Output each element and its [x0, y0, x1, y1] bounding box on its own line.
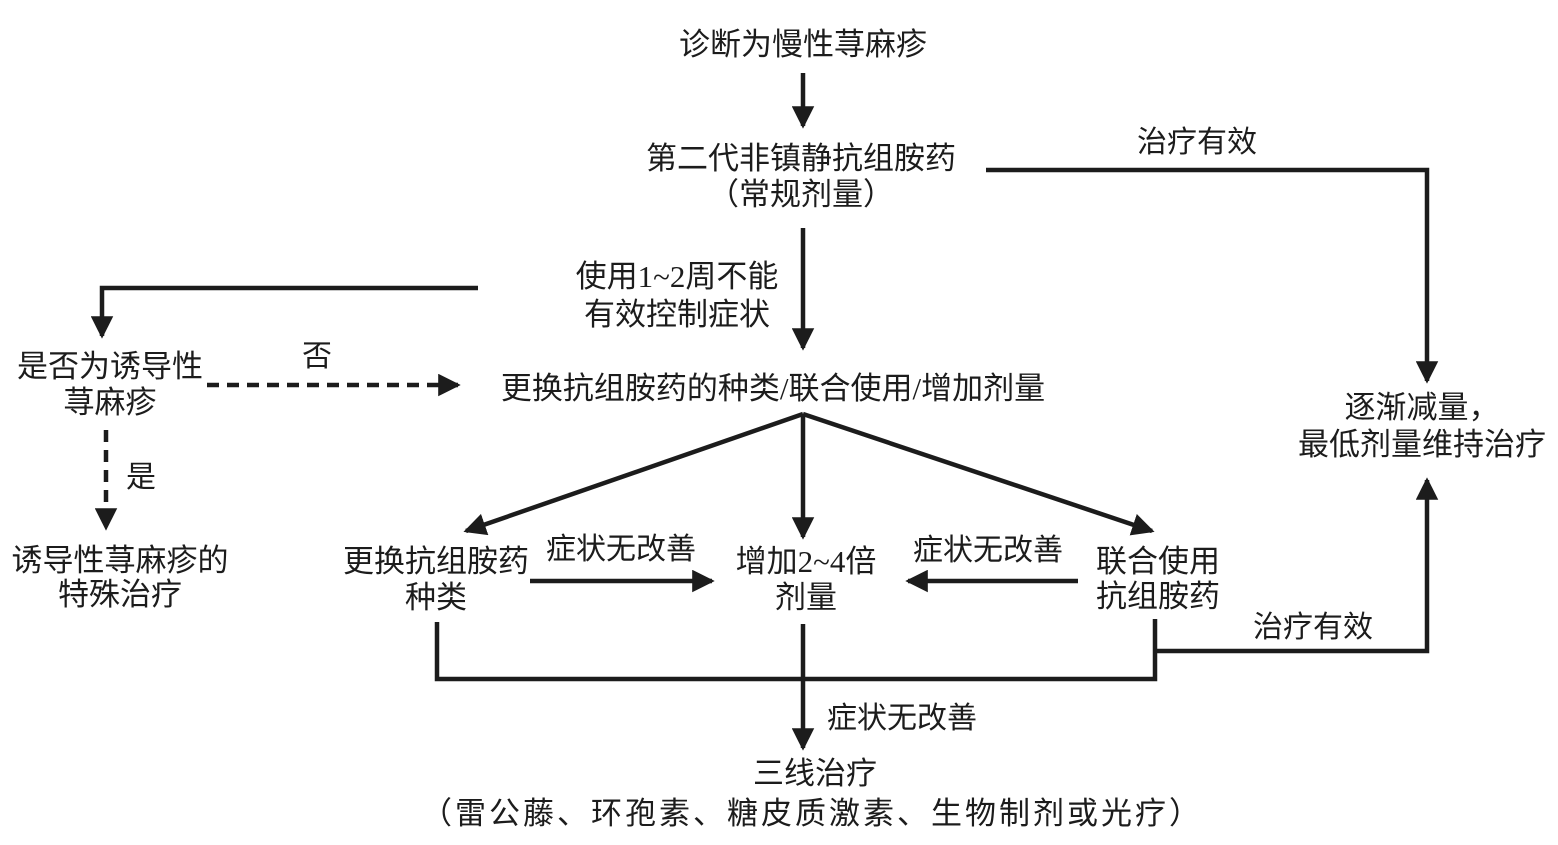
- node-second-gen-line2: （常规剂量）: [708, 177, 894, 212]
- edge-label-yes: 是: [126, 461, 156, 494]
- node-second-gen: 第二代非镇静抗组胺药 （常规剂量）: [646, 141, 956, 213]
- edge-label-no: 否: [302, 340, 332, 373]
- node-adjust-strategy: 更换抗组胺药的种类/联合使用/增加剂量: [500, 371, 1046, 406]
- edge-label-not-controlled-line1: 使用1~2周不能: [575, 259, 779, 294]
- node-switch-type: 更换抗组胺药 种类: [343, 544, 529, 616]
- edge-label-not-controlled: 使用1~2周不能 有效控制症状: [576, 258, 779, 334]
- edge-label-no-improvement-bottom: 症状无改善: [827, 702, 977, 735]
- node-special-treatment: 诱导性荨麻疹的 特殊治疗: [12, 544, 229, 612]
- arrow-effective-bottom-to-taper: [1156, 477, 1439, 654]
- node-taper: 逐渐减量， 最低剂量维持治疗: [1298, 389, 1546, 463]
- arrow-to-inducible-question: [90, 285, 478, 339]
- arrow-effective-top-to-taper: [986, 167, 1439, 384]
- node-third-line: 三线治疗: [753, 756, 877, 791]
- node-inducible-question: 是否为诱导性 荨麻疹: [17, 349, 203, 421]
- node-increase-dose-line1: 增加2~4倍: [735, 544, 877, 579]
- node-combine-use-line1: 联合使用: [1096, 544, 1220, 579]
- edge-label-not-controlled-line2: 有效控制症状: [584, 297, 770, 332]
- node-inducible-question-line2: 荨麻疹: [63, 385, 157, 420]
- node-increase-dose-line2: 剂量: [775, 580, 837, 615]
- collector-line: [434, 619, 1158, 682]
- edge-label-effective-bottom: 治疗有效: [1253, 611, 1373, 644]
- node-special-treatment-line1: 诱导性荨麻疹的: [11, 543, 229, 578]
- node-second-gen-line1: 第二代非镇静抗组胺药: [646, 141, 956, 176]
- node-combine-use-line2: 抗组胺药: [1096, 579, 1220, 614]
- node-taper-line2: 最低剂量维持治疗: [1298, 427, 1546, 462]
- edge-label-no-improvement-right: 症状无改善: [913, 534, 1063, 567]
- node-switch-type-line2: 种类: [405, 580, 467, 615]
- node-switch-type-line1: 更换抗组胺药: [343, 544, 529, 579]
- edge-label-no-improvement-left: 症状无改善: [546, 533, 696, 566]
- arrow-adjust-to-combine-use: [802, 411, 1155, 536]
- node-taper-line1: 逐渐减量，: [1344, 390, 1500, 425]
- node-diagnosis: 诊断为慢性荨麻疹: [679, 27, 927, 62]
- node-inducible-question-line1: 是否为诱导性: [17, 349, 203, 384]
- node-third-line-options: （雷公藤、环孢素、糖皮质激素、生物制剂或光疗）: [421, 796, 1203, 831]
- node-combine-use: 联合使用 抗组胺药: [1096, 544, 1220, 614]
- node-increase-dose: 增加2~4倍 剂量: [736, 544, 877, 616]
- edge-label-effective-top: 治疗有效: [1137, 126, 1257, 159]
- node-special-treatment-line2: 特殊治疗: [58, 577, 182, 612]
- arrow-adjust-to-switch-type: [463, 411, 804, 536]
